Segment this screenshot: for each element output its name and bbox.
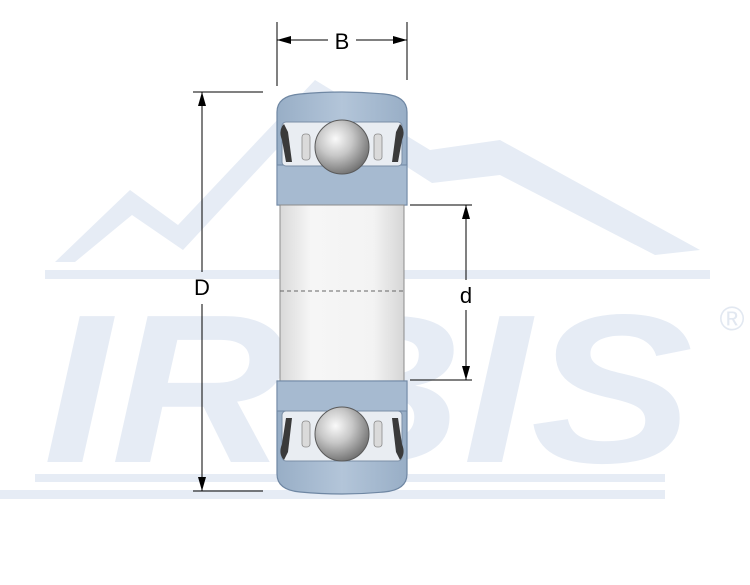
dimension-outer-diameter (193, 91, 263, 492)
inner-diameter-label: d (460, 283, 472, 308)
inner-arrow-top (462, 205, 470, 219)
bottom-seal-left (280, 418, 292, 460)
top-cage-left (301, 133, 311, 161)
outer-arrow-bottom (198, 477, 206, 491)
width-label: B (335, 29, 350, 54)
dimension-inner-diameter (410, 204, 472, 381)
inner-arrow-bottom (462, 366, 470, 380)
width-arrow-right (393, 36, 407, 44)
bottom-ball (314, 406, 370, 462)
bottom-cage-left (301, 420, 311, 448)
watermark-registered-mark: ® (719, 300, 744, 338)
watermark-mountain (55, 80, 700, 262)
top-seal-right (392, 124, 404, 162)
top-ball (314, 119, 370, 175)
outer-diameter-label: D (194, 275, 210, 300)
watermark-stripe-bottom-2 (0, 490, 665, 499)
top-cage-right (373, 133, 383, 161)
bottom-seal-right (392, 418, 404, 460)
bearing-section (276, 91, 408, 495)
dimension-width (276, 22, 408, 86)
bottom-cage-right (373, 420, 383, 448)
bore (279, 204, 405, 382)
top-seal-left (280, 124, 292, 162)
outer-arrow-top (198, 92, 206, 106)
width-arrow-left (277, 36, 291, 44)
